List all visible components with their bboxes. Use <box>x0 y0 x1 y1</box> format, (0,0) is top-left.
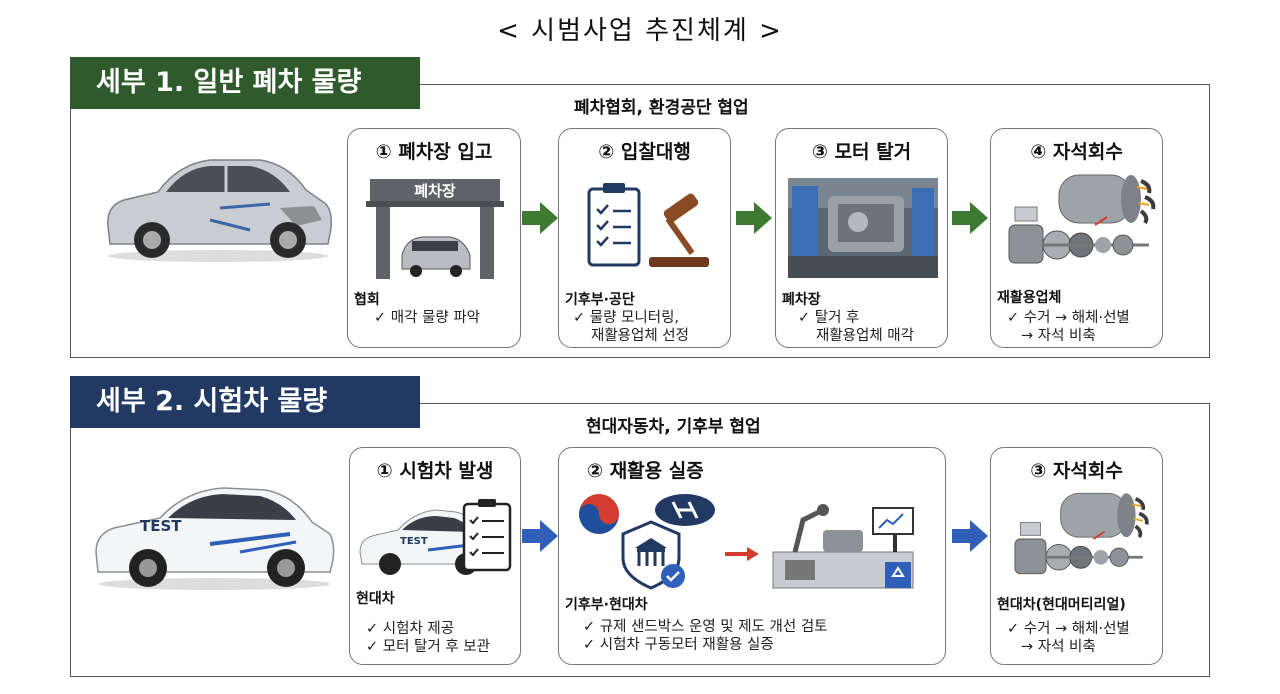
step-title: ① 폐차장 입고 <box>375 141 493 163</box>
arrow-right-icon <box>952 202 988 234</box>
bid-clipboard-gavel-image <box>587 183 709 267</box>
step-title: ① 시험차 발생 <box>376 460 494 482</box>
step-note: 재활용업체 선정 <box>591 328 689 344</box>
step-actor: 재활용업체 <box>997 290 1062 306</box>
section2-step1-card: ① 시험차 발생 TEST 현대차 ✓ 시험차 제공 ✓ 모터 탈거 후 보관 <box>349 447 521 665</box>
step-title: ③ 모터 탈거 <box>811 141 912 163</box>
step-title: ③ 자석회수 <box>1030 460 1123 482</box>
step-actor: 기후부·현대차 <box>565 597 648 613</box>
step-actor: 기후부·공단 <box>565 292 635 308</box>
test-car-label: TEST <box>140 517 182 535</box>
motor-exploded-view-image <box>1008 174 1156 264</box>
section2-step3-card: ③ 자석회수 현대차(현대머티리얼) ✓ 수거 → 해체·선별 → 자석 비축 <box>990 447 1163 665</box>
section1-step2-card: ② 입찰대행 기후부·공단 ✓ 물량 모니터링, 재활용업체 선정 <box>558 128 731 348</box>
arrow-right-icon <box>522 202 558 234</box>
step-note: ✓ 탈거 후 <box>798 310 860 326</box>
step-title: ② 입찰대행 <box>598 141 691 163</box>
step-actor: 협회 <box>354 292 380 308</box>
step-actor: 현대차(현대머티리얼) <box>997 597 1126 613</box>
step-actor: 폐차장 <box>782 292 821 308</box>
step-note: ✓ 매각 물량 파악 <box>374 310 481 326</box>
motor-exploded-view-image <box>1014 492 1149 575</box>
scrapyard-gate-image <box>366 179 504 279</box>
test-car-clipboard-image <box>359 499 512 575</box>
step-note: ✓ 시험차 제공 <box>366 621 455 637</box>
page-title: < 시범사업 추진체계 > <box>497 16 783 46</box>
step-note: ✓ 수거 → 해체·선별 <box>1007 310 1130 326</box>
arrow-right-icon <box>522 520 558 552</box>
scrapped-car-image <box>107 159 333 262</box>
step-note: ✓ 수거 → 해체·선별 <box>1007 621 1130 637</box>
section2-tab: 세부 2. 시험차 물량 <box>70 376 420 428</box>
section2-collaboration: 현대자동차, 기후부 협업 <box>586 417 761 437</box>
section1-step1-card: ① 폐차장 입고 폐차장 협회 ✓ 매각 물량 파악 <box>347 128 521 348</box>
test-car-small-label: TEST <box>400 536 428 547</box>
step-note: ✓ 규제 샌드박스 운영 및 제도 개선 검토 <box>583 619 828 635</box>
arrow-right-icon <box>736 202 772 234</box>
step-note: → 자석 비축 <box>1021 639 1096 655</box>
government-hyundai-recycling-image <box>579 494 914 590</box>
motor-removal-photo <box>788 178 938 278</box>
section1-step4-card: ④ 자석회수 재활용업체 ✓ 수거 → 해체·선별 → 자석 비축 <box>990 128 1163 348</box>
arrow-right-icon <box>952 520 988 552</box>
scrapyard-sign-label: 폐차장 <box>414 182 456 200</box>
step-note: 재활용업체 매각 <box>816 328 914 344</box>
step-title: ④ 자석회수 <box>1030 141 1123 163</box>
test-car-image <box>95 487 335 590</box>
section1-collaboration: 폐차협회, 환경공단 협업 <box>574 98 749 118</box>
step-note: ✓ 시험차 구동모터 재활용 실증 <box>583 637 774 653</box>
section1-step3-card: ③ 모터 탈거 폐차장 ✓ 탈거 후 재활용업체 매각 <box>775 128 948 348</box>
section2-step2-card: ② 재활용 실증 기후부·현대차 ✓ 규제 샌드박스 운영 및 제도 개선 검토… <box>558 447 946 665</box>
step-title: ② 재활용 실증 <box>587 460 704 482</box>
step-note: ✓ 물량 모니터링, <box>573 310 680 326</box>
step-note: → 자석 비축 <box>1021 328 1096 344</box>
step-actor: 현대차 <box>356 591 395 607</box>
step-note: ✓ 모터 탈거 후 보관 <box>366 639 490 655</box>
section1-tab: 세부 1. 일반 폐차 물량 <box>70 57 420 109</box>
